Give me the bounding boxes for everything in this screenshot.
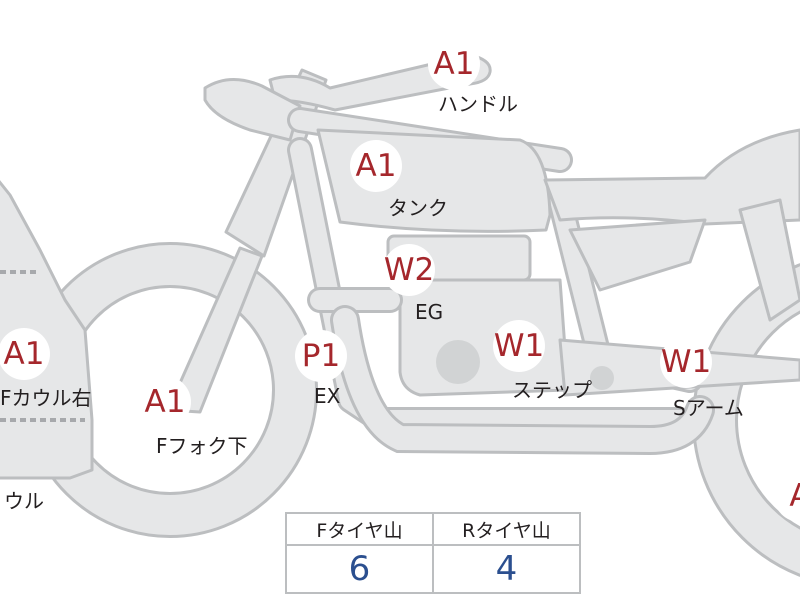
- step-peg: [590, 366, 614, 390]
- marker-tank[interactable]: A1: [350, 140, 402, 192]
- marker-ffork[interactable]: A1: [139, 376, 191, 428]
- label-sarm: Sアーム: [673, 396, 744, 420]
- label-ffork: Fフォク下: [156, 434, 248, 458]
- rear-wheel-tire: [695, 266, 800, 574]
- marker-sarm[interactable]: W1: [660, 336, 712, 388]
- headlight-cap: [203, 78, 302, 142]
- front-fork: [166, 246, 264, 414]
- label-fcowl: Fカウル右: [0, 386, 92, 410]
- label-step: ステップ: [512, 378, 592, 402]
- value-rear-tire: 4: [432, 544, 581, 594]
- rear-suspension: [738, 198, 800, 322]
- engine-cover: [436, 340, 480, 384]
- front-cowl: [0, 180, 94, 480]
- side-cover: [568, 218, 707, 292]
- tire-tread-table: Fタイヤ山 Rタイヤ山 6 4: [285, 512, 581, 594]
- header-rear-tire: Rタイヤ山: [432, 512, 581, 546]
- marker-eg[interactable]: W2: [383, 244, 435, 296]
- marker-ex[interactable]: P1: [295, 330, 347, 382]
- tire-table-header-row: Fタイヤ山 Rタイヤ山: [285, 512, 581, 546]
- label-cowl: ウル: [4, 489, 44, 513]
- label-handle: ハンドル: [438, 92, 518, 116]
- exhaust-pipe-2-inner: [333, 308, 712, 453]
- header-front-tire: Fタイヤ山: [285, 512, 434, 546]
- value-front-tire: 6: [285, 544, 434, 594]
- marker-handle[interactable]: A1: [428, 38, 480, 90]
- marker-fcowl[interactable]: A1: [0, 328, 50, 380]
- label-ex: EX: [314, 384, 341, 408]
- tire-table-value-row: 6 4: [285, 544, 581, 594]
- label-tank: タンク: [388, 196, 448, 220]
- marker-step[interactable]: W1: [493, 320, 545, 372]
- label-eg: EG: [415, 300, 444, 324]
